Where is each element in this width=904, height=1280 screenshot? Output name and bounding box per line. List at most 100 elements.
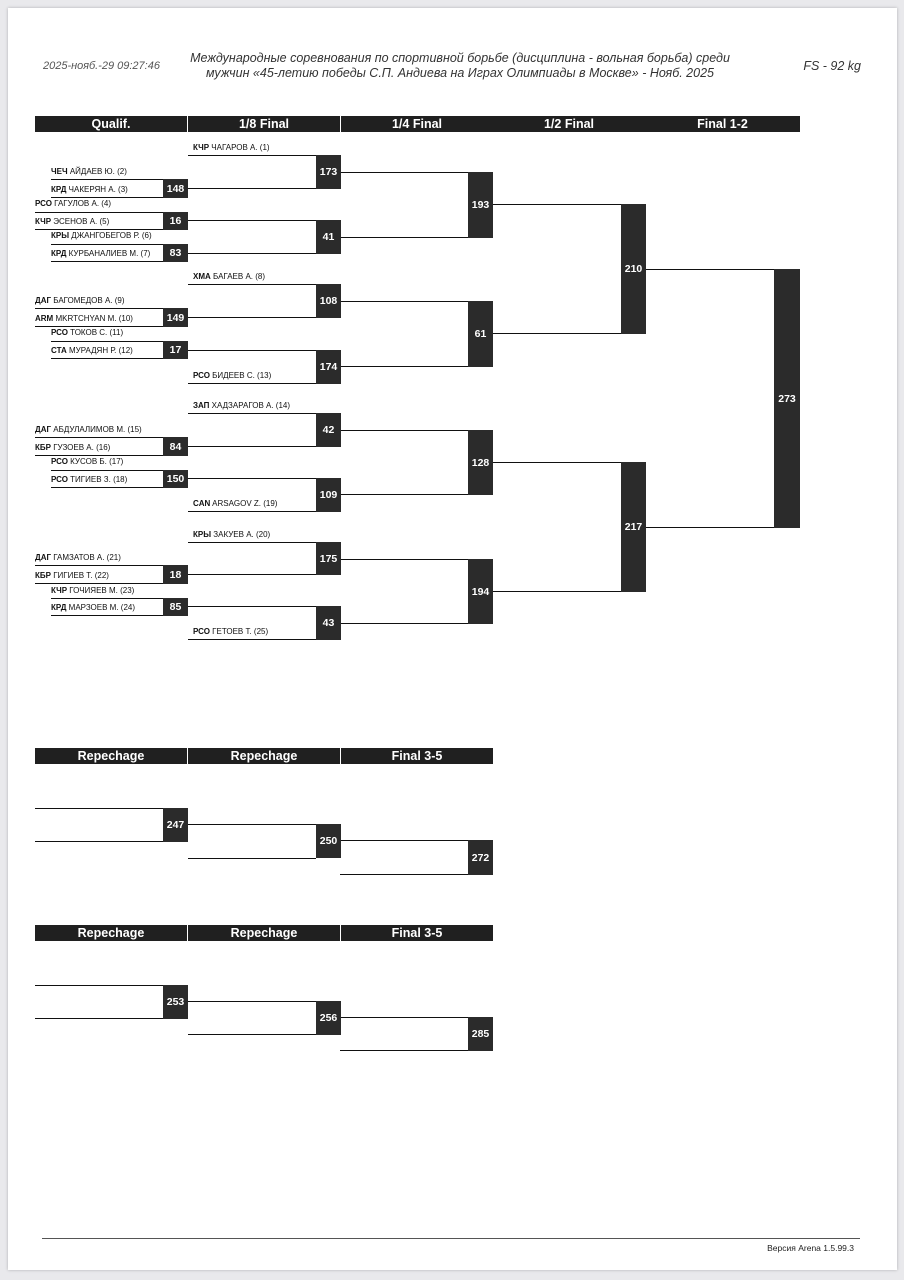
bracket-line: [188, 188, 316, 189]
bracket-line: [35, 437, 164, 438]
bracket-line: [340, 623, 468, 624]
bout-box[interactable]: 173: [316, 155, 341, 189]
event-title-line2: мужчин «45-летию победы С.П. Андиева на …: [206, 66, 714, 80]
bracket-line: [340, 559, 468, 560]
athlete-1: КЧР ЧАГАРОВ А. (1): [193, 143, 270, 152]
bracket-line: [51, 244, 164, 245]
bracket-line: [188, 317, 316, 318]
bracket-line: [51, 358, 164, 359]
bracket-line: [340, 1050, 468, 1051]
bracket-line: [340, 494, 468, 495]
bracket-line: [35, 455, 164, 456]
bracket-line: [35, 326, 164, 327]
bracket-line: [35, 308, 164, 309]
round-header-sf: 1/2 Final: [493, 116, 645, 132]
bracket-line: [51, 197, 164, 198]
bout-box[interactable]: 42: [316, 413, 341, 447]
bout-box[interactable]: 109: [316, 478, 341, 512]
athlete-24: КРД МАРЗОЕВ М. (24): [51, 603, 136, 612]
bracket-line: [35, 229, 164, 230]
bout-box[interactable]: 149: [163, 308, 188, 327]
bout-box[interactable]: 17: [163, 341, 188, 359]
bracket-line: [340, 172, 468, 173]
bout-box[interactable]: 41: [316, 220, 341, 254]
bracket-line: [51, 487, 164, 488]
bout-box[interactable]: 194: [468, 559, 493, 624]
bracket-line: [35, 583, 164, 584]
athlete-9: ДАГ БАГОМЕДОВ А. (9): [35, 296, 125, 305]
athlete-12: СТА МУРАДЯН Р. (12): [51, 346, 133, 355]
athlete-21: ДАГ ГАМЗАТОВ А. (21): [35, 553, 121, 562]
bout-box[interactable]: 175: [316, 542, 341, 575]
bracket-line: [493, 462, 621, 463]
bout-box[interactable]: 217: [621, 462, 646, 592]
bracket-line: [188, 606, 316, 607]
athlete-15: ДАГ АБДУЛАЛИМОВ М. (15): [35, 425, 142, 434]
bracket-line: [35, 808, 164, 809]
athlete-13: РСО БИДЕЕВ С. (13): [193, 371, 272, 380]
bout-box[interactable]: 174: [316, 350, 341, 384]
footer-divider: [42, 1238, 860, 1239]
athlete-2: ЧЕЧ АЙДАЕВ Ю. (2): [51, 167, 127, 176]
bout-box[interactable]: 250: [316, 824, 341, 858]
bout-box[interactable]: 128: [468, 430, 493, 495]
bout-box[interactable]: 148: [163, 179, 188, 198]
bout-box-final[interactable]: 273: [774, 269, 800, 528]
round-header-repechage: Repechage: [35, 748, 187, 764]
athlete-23: КЧР ГОЧИЯЕВ М. (23): [51, 586, 135, 595]
event-title: Международные соревнования по спортивной…: [173, 51, 747, 81]
bracket-line: [493, 204, 621, 205]
bracket-line: [493, 333, 621, 334]
bout-box[interactable]: 272: [468, 840, 493, 875]
bout-box[interactable]: 43: [316, 606, 341, 640]
athlete-20: КРЫ ЗАКУЕВ А. (20): [193, 530, 271, 539]
athlete-6: КРЫ ДЖАНГОБЕГОВ Р. (6): [51, 231, 152, 240]
round-header-bronze: Final 3-5: [341, 748, 493, 764]
bracket-sheet: 2025-нояб.-29 09:27:46 Международные сор…: [8, 8, 897, 1270]
bout-box[interactable]: 85: [163, 598, 188, 616]
bout-box[interactable]: 150: [163, 470, 188, 488]
bracket-line: [645, 527, 775, 528]
athlete-18: РСО ТИГИЕВ З. (18): [51, 475, 128, 484]
bracket-line: [340, 874, 468, 875]
bracket-line: [51, 615, 164, 616]
bracket-line: [188, 478, 316, 479]
bracket-line: [188, 639, 316, 640]
event-title-line1: Международные соревнования по спортивной…: [190, 51, 730, 65]
bout-box[interactable]: 84: [163, 437, 188, 456]
bout-box[interactable]: 210: [621, 204, 646, 334]
athlete-7: КРД КУРБАНАЛИЕВ М. (7): [51, 249, 151, 258]
bout-box[interactable]: 285: [468, 1017, 493, 1051]
bracket-line: [188, 253, 316, 254]
bracket-line: [51, 470, 164, 471]
bracket-line: [188, 446, 316, 447]
bout-box[interactable]: 193: [468, 172, 493, 238]
bracket-line: [35, 841, 164, 842]
bout-box[interactable]: 108: [316, 284, 341, 318]
bout-box[interactable]: 83: [163, 244, 188, 262]
bout-box[interactable]: 61: [468, 301, 493, 367]
athlete-14: ЗАП ХАДЗАРАГОВ А. (14): [193, 401, 291, 410]
bout-box[interactable]: 16: [163, 212, 188, 230]
bracket-line: [188, 383, 316, 384]
athlete-8: ХМА БАГАЕВ А. (8): [193, 272, 266, 281]
bracket-line: [188, 413, 316, 414]
bracket-line: [188, 284, 316, 285]
bracket-line: [188, 350, 316, 351]
bout-box[interactable]: 247: [163, 808, 188, 842]
bracket-line: [188, 1001, 316, 1002]
bracket-line: [188, 511, 316, 512]
athlete-22: КБР ГИГИЕВ Т. (22): [35, 571, 109, 580]
round-header-repechage: Repechage: [188, 925, 340, 941]
bracket-line: [35, 985, 164, 986]
bracket-line: [645, 269, 775, 270]
print-date: 2025-нояб.-29 09:27:46: [43, 60, 160, 72]
bracket-line: [340, 430, 468, 431]
bout-box[interactable]: 18: [163, 565, 188, 584]
bracket-line: [340, 301, 468, 302]
bout-box[interactable]: 256: [316, 1001, 341, 1035]
bout-box[interactable]: 253: [163, 985, 188, 1019]
athlete-3: КРД ЧАКЕРЯН А. (3): [51, 185, 128, 194]
round-header-repechage: Repechage: [35, 925, 187, 941]
bracket-line: [188, 858, 316, 859]
